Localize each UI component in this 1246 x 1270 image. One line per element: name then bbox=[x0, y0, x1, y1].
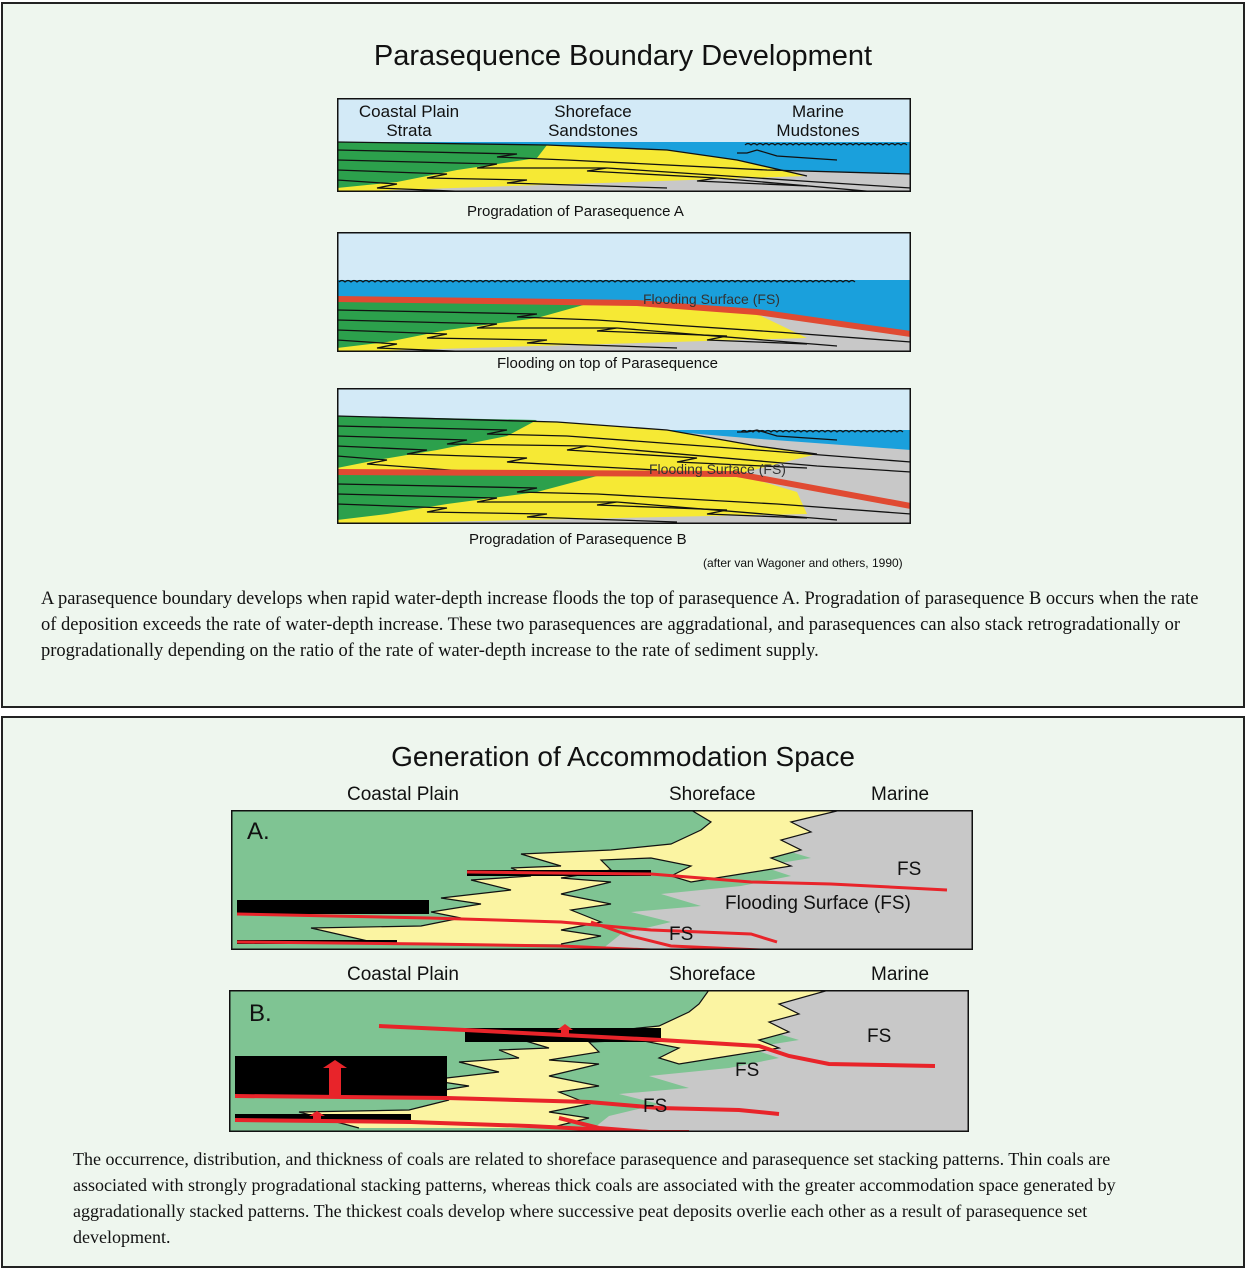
diagram-parasequence-b bbox=[337, 388, 911, 524]
fs-label-b2: FS bbox=[735, 1060, 760, 1081]
fs-label-a1: FS bbox=[897, 859, 922, 880]
diagram-accommodation-b bbox=[229, 990, 969, 1132]
panel2-title: Generation of Accommodation Space bbox=[391, 741, 855, 772]
shoreface-label-a: Shoreface bbox=[669, 784, 756, 805]
panel1-title: Parasequence Boundary Development bbox=[373, 40, 873, 72]
citation: (after van Wagoner and others, 1990) bbox=[703, 556, 903, 570]
caption-progradation-b: Progradation of Parasequence B bbox=[469, 531, 687, 548]
fs-label-parasequence-b: Flooding Surface (FS) bbox=[649, 461, 786, 477]
accommodation-panel: Generation of Accommodation Space Coasta… bbox=[1, 716, 1245, 1268]
fs-label-b1: FS bbox=[867, 1026, 892, 1047]
diagram-accommodation-a bbox=[231, 810, 973, 950]
fs-label-flooding: Flooding Surface (FS) bbox=[643, 291, 780, 307]
flooding-surface-label-a: Flooding Surface (FS) bbox=[725, 893, 911, 914]
diagram-flooding bbox=[337, 232, 911, 352]
fs-label-a2: FS bbox=[669, 924, 694, 945]
marine-label-a: Marine bbox=[871, 784, 930, 805]
marine-label-b: Marine bbox=[871, 964, 930, 985]
panel1-paragraph: A parasequence boundary develops when ra… bbox=[41, 589, 1199, 661]
letter-b: B. bbox=[249, 1000, 272, 1027]
coastal-plain-label-a: Coastal Plain bbox=[347, 784, 459, 805]
diagram-parasequence-a bbox=[337, 98, 911, 192]
parasequence-panel: Parasequence Boundary Development Coasta… bbox=[1, 2, 1245, 708]
marine-mudstones-label: Marine Mudstones bbox=[776, 102, 860, 140]
panel2-paragraph: The occurrence, distribution, and thickn… bbox=[73, 1149, 1116, 1247]
caption-progradation-a: Progradation of Parasequence A bbox=[467, 203, 684, 220]
caption-flooding: Flooding on top of Parasequence bbox=[497, 355, 718, 372]
coastal-plain-label-b: Coastal Plain bbox=[347, 964, 459, 985]
shoreface-sandstones-label: Shoreface Sandstones bbox=[548, 102, 638, 140]
shoreface-label-b: Shoreface bbox=[669, 964, 756, 985]
letter-a: A. bbox=[247, 818, 270, 845]
coastal-plain-strata-label: Coastal Plain Strata bbox=[358, 102, 460, 140]
fs-label-b3: FS bbox=[643, 1096, 668, 1117]
